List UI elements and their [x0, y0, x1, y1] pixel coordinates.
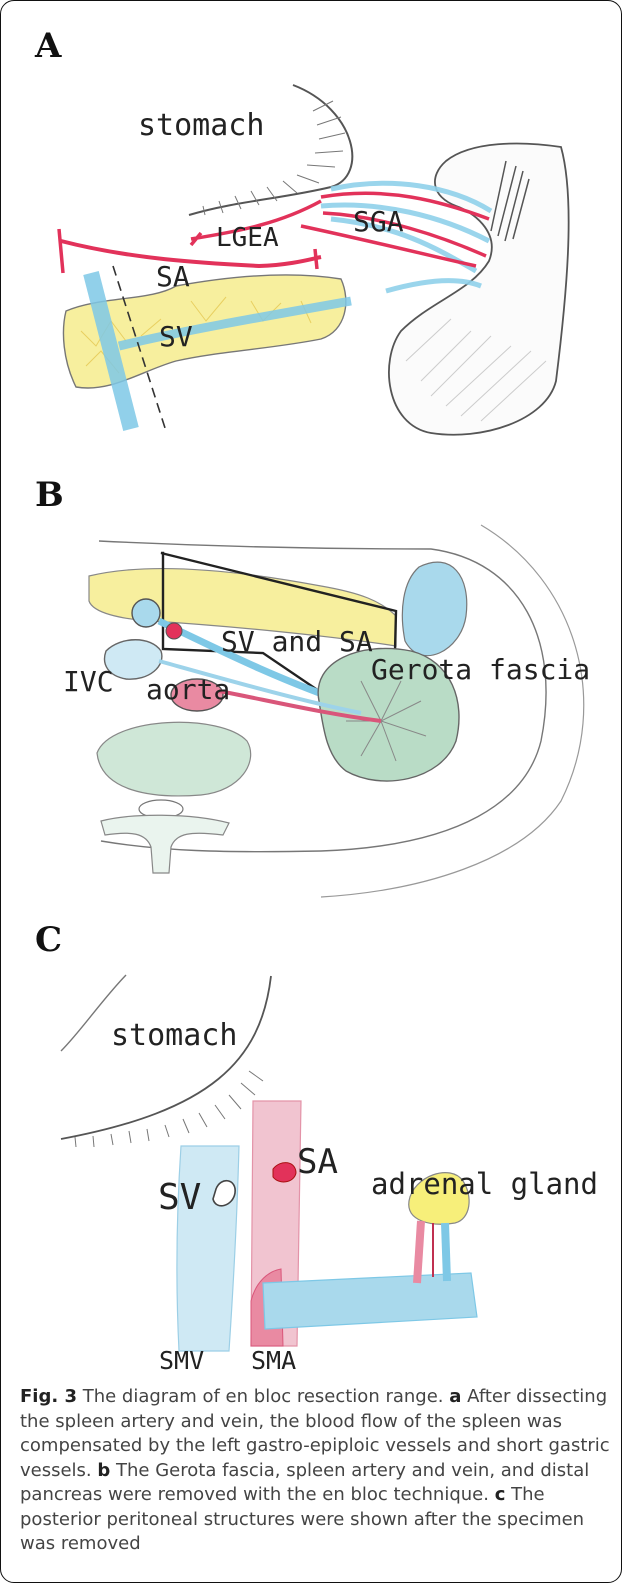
panel-a: A stomach LGEA SGA SA SV	[34, 26, 569, 435]
label-lgea: LGEA	[216, 223, 279, 253]
label-sma: SMA	[251, 1346, 296, 1375]
caption-c-letter: c	[495, 1484, 506, 1505]
label-sv-a: SV	[159, 320, 193, 353]
label-stomach-c: stomach	[111, 1018, 237, 1053]
sa-circle-b	[166, 623, 182, 639]
panel-b: B SV and SA IVC aorta Gerota fascia	[35, 475, 590, 897]
caption-a-letter: a	[449, 1386, 461, 1407]
panel-a-letter: A	[34, 26, 62, 66]
label-gerota-fascia: Gerota fascia	[371, 653, 590, 686]
adrenal-artery	[417, 1221, 421, 1283]
caption-intro: The diagram of en bloc resection range.	[83, 1386, 444, 1407]
adrenal-vein	[445, 1223, 447, 1281]
label-sv-c: SV	[158, 1177, 201, 1218]
sma-cut-end	[273, 1163, 296, 1182]
label-aorta: aorta	[146, 673, 230, 706]
label-sa-a: SA	[156, 260, 190, 293]
panel-c: C stomach SA SV adrenal gland SMV SMA	[35, 920, 598, 1375]
left-renal-vein-c	[263, 1273, 477, 1329]
panel-c-letter: C	[35, 920, 62, 960]
vertebral-body	[97, 722, 251, 796]
label-sga: SGA	[353, 205, 404, 238]
label-sv-and-sa: SV and SA	[221, 625, 373, 658]
label-stomach-a: stomach	[138, 108, 264, 143]
caption-b-letter: b	[97, 1460, 110, 1481]
label-sa-c: SA	[297, 1142, 338, 1182]
panel-b-letter: B	[35, 475, 64, 515]
svc-circle	[132, 599, 160, 627]
figure-caption: Fig. 3 The diagram of en bloc resection …	[20, 1385, 612, 1557]
caption-fig-label: Fig. 3	[20, 1386, 77, 1407]
label-ivc: IVC	[63, 665, 114, 698]
spleen-b	[402, 562, 466, 656]
stomach-curvature-c	[61, 976, 271, 1139]
label-adrenal-gland: adrenal gland	[371, 1167, 598, 1201]
label-smv: SMV	[159, 1346, 204, 1375]
